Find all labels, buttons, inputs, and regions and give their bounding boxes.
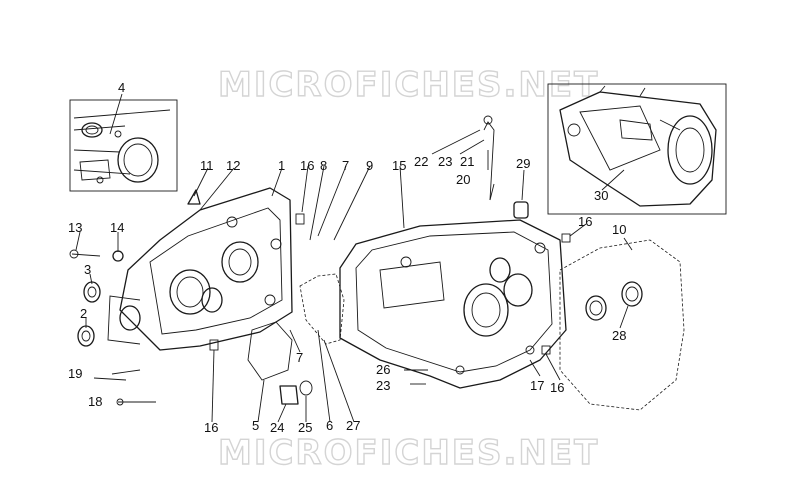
washer-25 [299, 380, 313, 396]
callout-11: 11 [200, 158, 214, 173]
leader-lines [75, 93, 633, 423]
nut-14 [112, 250, 124, 262]
callout-16d: 16 [550, 380, 564, 395]
callout-14: 14 [110, 220, 124, 235]
callout-26: 26 [376, 362, 390, 377]
inset-assembled-gearbox [547, 83, 727, 215]
callout-8: 8 [320, 158, 327, 173]
bolt-19 [93, 377, 127, 381]
callout-16a: 16 [300, 158, 314, 173]
callout-16c: 16 [578, 214, 592, 229]
gasket-10 [559, 239, 685, 411]
plug-29 [513, 201, 529, 219]
callout-12: 12 [226, 158, 240, 173]
gasket-5 [247, 321, 293, 381]
bearing-28b [585, 295, 607, 321]
callout-20: 20 [456, 172, 470, 187]
callout-5: 5 [252, 418, 259, 433]
callout-1: 1 [278, 158, 285, 173]
callout-23a: 23 [438, 154, 452, 169]
bearing-28a [621, 281, 643, 307]
callout-24: 24 [270, 420, 284, 435]
watermark-bottom: MICROFICHES.NET [218, 433, 599, 473]
seal-2 [77, 325, 95, 347]
gearbox-housing-center [339, 219, 567, 389]
callout-21: 21 [460, 154, 474, 169]
callout-7a: 7 [342, 158, 349, 173]
callout-3: 3 [84, 262, 91, 277]
callout-7b: 7 [296, 350, 303, 365]
inset-detail-4 [69, 99, 178, 192]
callout-25: 25 [298, 420, 312, 435]
callout-27: 27 [346, 418, 360, 433]
callout-19: 19 [68, 366, 82, 381]
callout-22: 22 [414, 154, 428, 169]
callout-15: 15 [392, 158, 406, 173]
callout-16b: 16 [204, 420, 218, 435]
callout-17: 17 [530, 378, 544, 393]
callout-2: 2 [80, 306, 87, 321]
watermark-top: MICROFICHES.NET [218, 65, 599, 105]
callout-28: 28 [612, 328, 626, 343]
callout-18: 18 [88, 394, 102, 409]
plug-24 [279, 385, 299, 405]
callout-4: 4 [118, 80, 125, 95]
callout-9: 9 [366, 158, 373, 173]
gasket-27 [299, 273, 345, 345]
callout-29: 29 [516, 156, 530, 171]
bolt-13 [71, 253, 101, 257]
callout-labels: 4 11 12 1 16 8 7 9 15 13 14 3 2 19 18 16… [68, 80, 626, 435]
callout-13: 13 [68, 220, 82, 235]
dowel-16a [295, 213, 305, 225]
breather-20-22 [483, 121, 495, 201]
dowel-16c [561, 233, 571, 243]
callout-10: 10 [612, 222, 626, 237]
switch-11 [187, 189, 201, 205]
seal-3 [83, 281, 101, 303]
callout-30: 30 [594, 188, 608, 203]
callout-23b: 23 [376, 378, 390, 393]
callout-6: 6 [326, 418, 333, 433]
